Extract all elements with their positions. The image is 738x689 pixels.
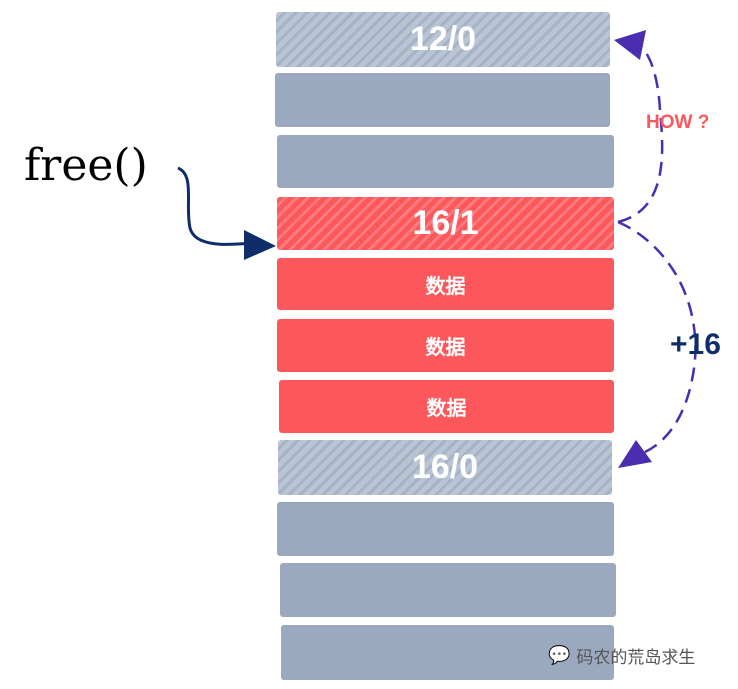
plus16-arrow <box>617 220 697 454</box>
data-block: 数据 <box>277 258 614 310</box>
data-block: 数据 <box>279 380 614 433</box>
memory-block <box>280 563 616 617</box>
watermark-text: 码农的荒岛求生 <box>576 648 696 667</box>
plus16-arrowhead <box>618 440 652 468</box>
current-chunk-header: 16/1 <box>277 197 614 250</box>
how-label: HOW ? <box>646 112 710 133</box>
free-pointer-arrowhead <box>244 230 276 260</box>
wechat-icon: 💬 <box>548 645 571 665</box>
next-chunk-header: 16/0 <box>278 440 612 495</box>
data-block: 数据 <box>277 319 614 372</box>
how-arrowhead <box>614 30 646 60</box>
memory-block <box>281 625 614 680</box>
how-arrow <box>617 44 664 224</box>
offset-label: +16 <box>670 328 721 361</box>
memory-block <box>277 135 614 188</box>
watermark: 💬 码农的荒岛求生 <box>548 643 695 668</box>
free-pointer-arrow <box>177 166 253 246</box>
memory-block <box>275 73 610 127</box>
memory-block <box>277 502 614 556</box>
free-call-label: free() <box>24 140 148 191</box>
prev-chunk-header: 12/0 <box>276 12 610 67</box>
